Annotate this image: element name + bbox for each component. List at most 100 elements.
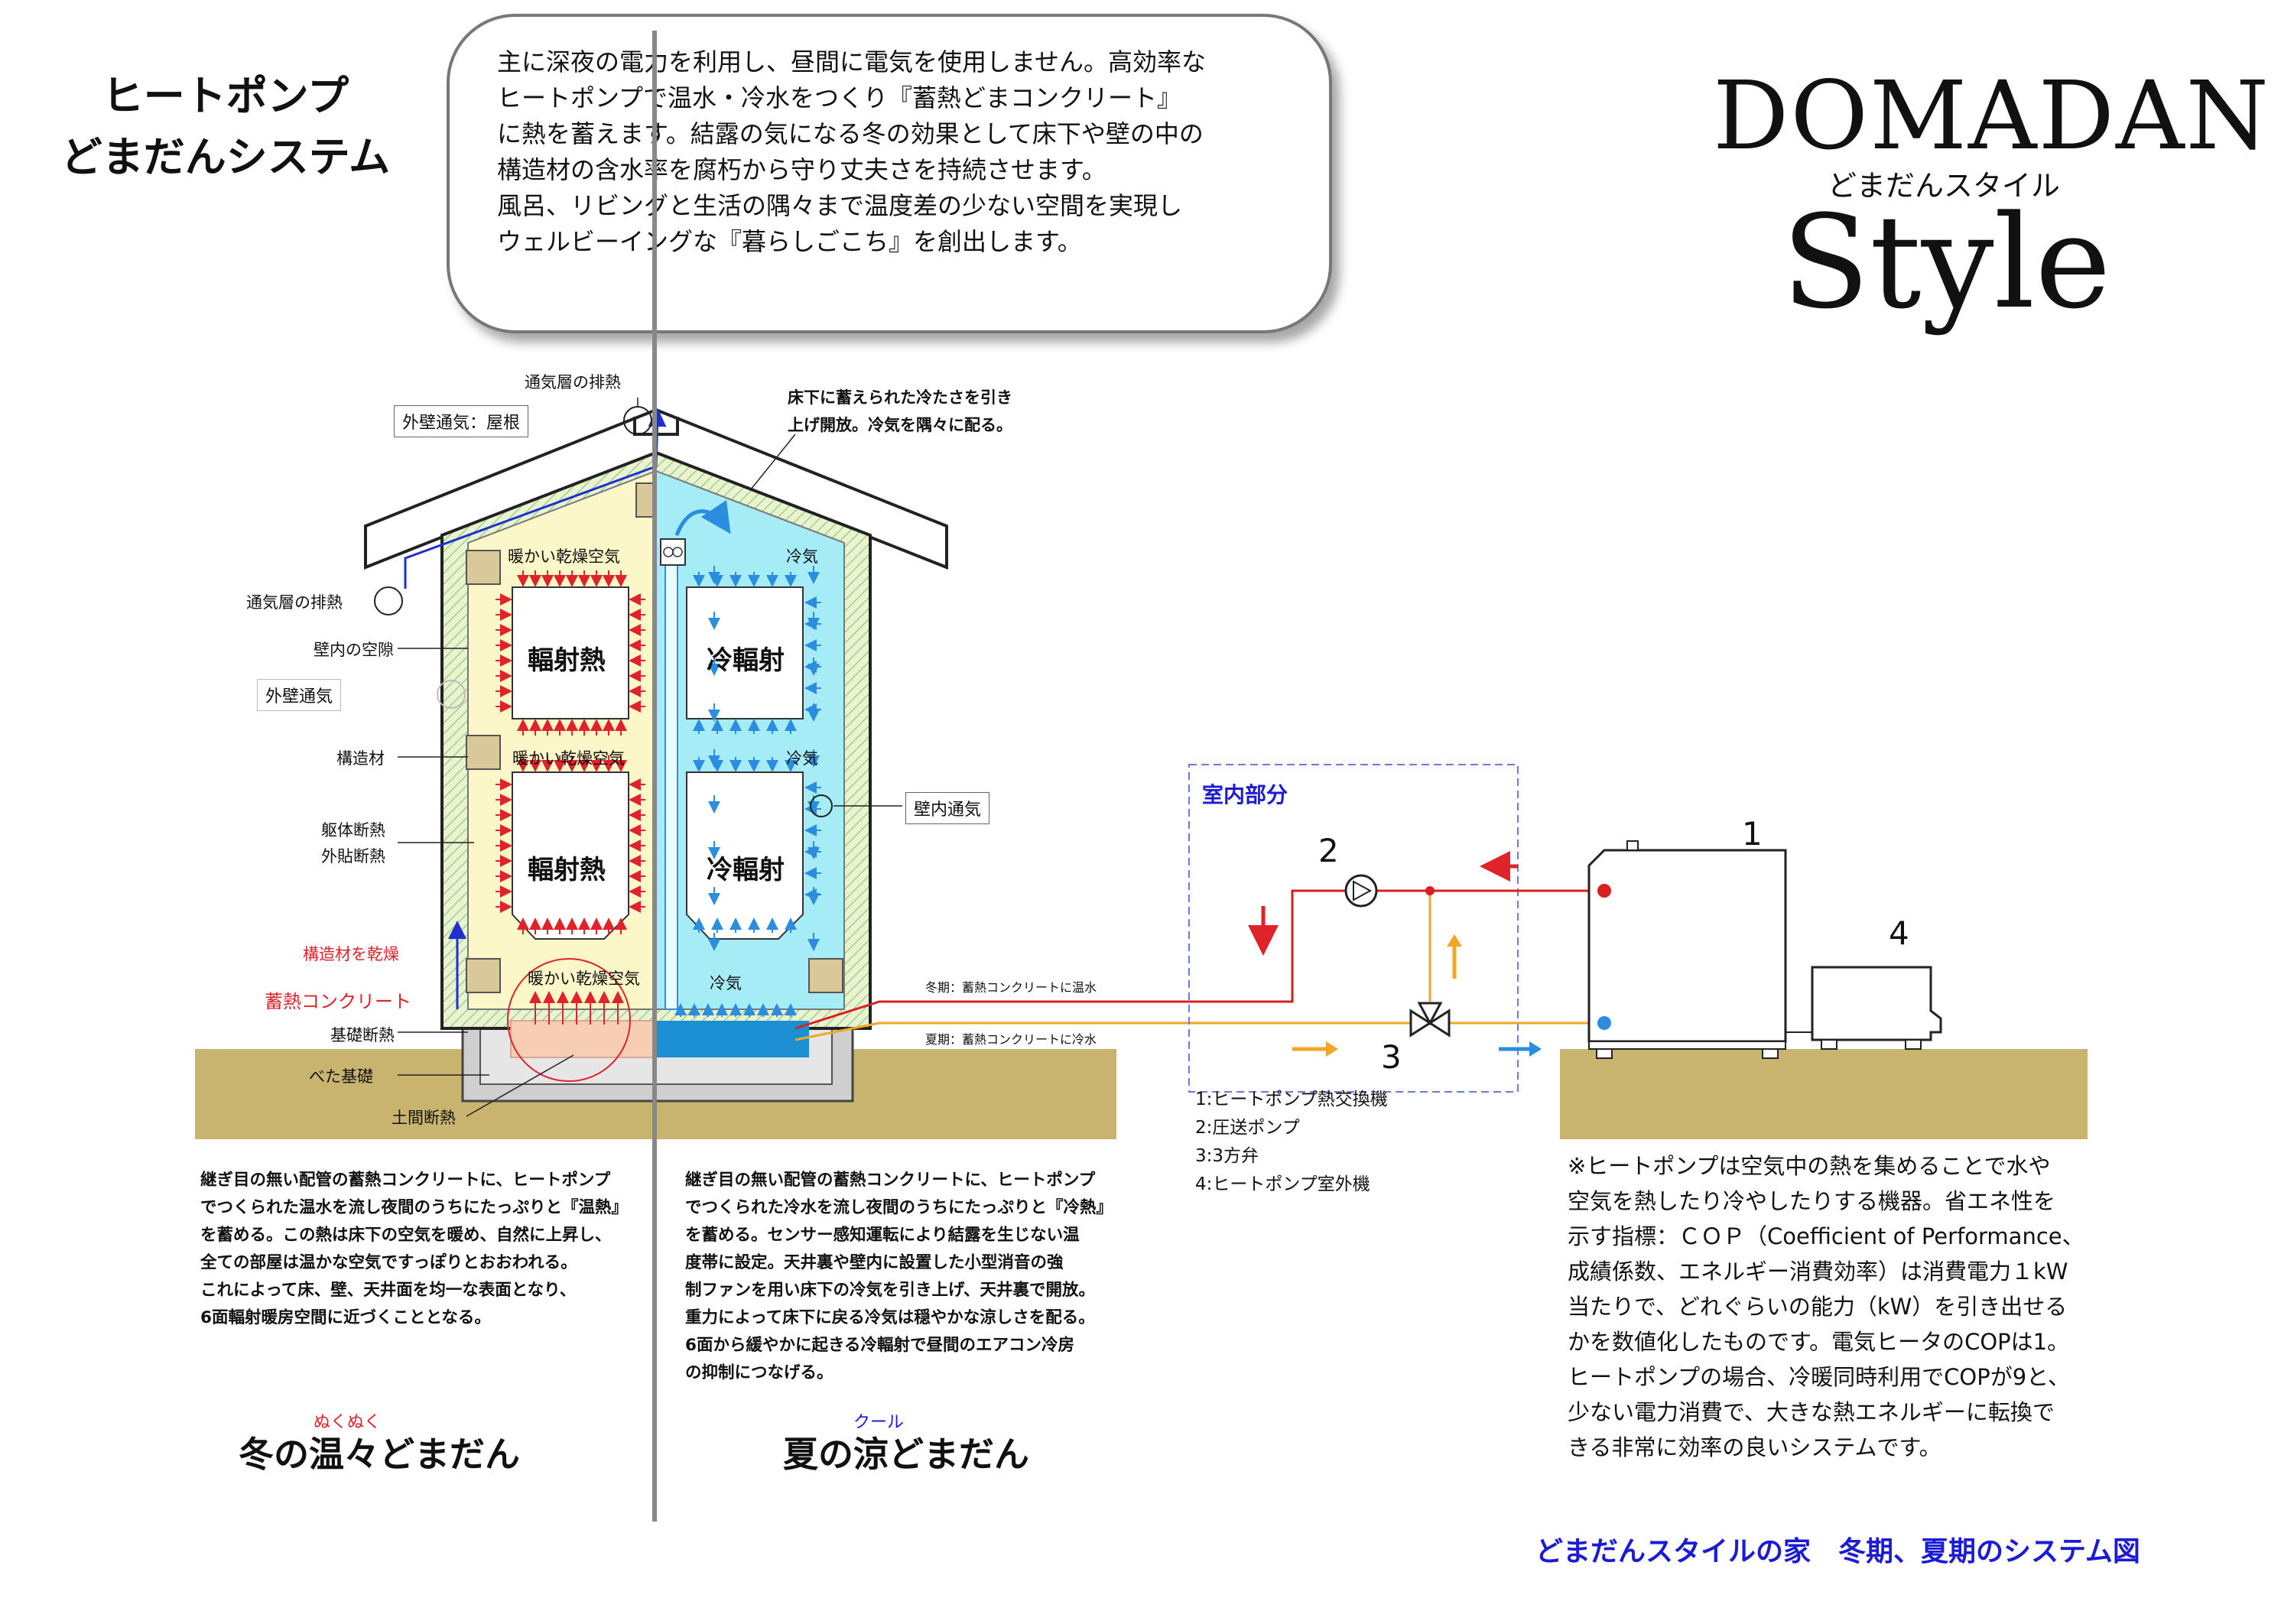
label-vent-exhaust-side: 通気層の排熱 [246, 593, 343, 612]
winter-line: を蓄める。この熱は床下の空気を暖め、自然に上昇し、 [200, 1226, 612, 1245]
note-line: ※ヒートポンプは空気中の熱を集めることで水や [1568, 1153, 2051, 1179]
intro-line: 構造材の含水率を腐朽から守り丈夫さを持続させます。 [497, 155, 1106, 184]
title-line1: ヒートポンプ [102, 72, 349, 120]
outdoor-unit [1811, 966, 1942, 1041]
winter-line: でつくられた温水を流し夜間のうちにたっぷりと『温熱』 [200, 1198, 629, 1217]
warm-air-lower: 暖かい乾燥空気 [528, 970, 640, 988]
intro-line: ウェルビーイングな『暮らしごこち』を創出します。 [497, 227, 1082, 256]
ground-right [1560, 1049, 2088, 1139]
note-line: かを数値化したものです。電気ヒータのCOPは1。 [1568, 1329, 2070, 1355]
summer-line: 度帯に設定。天井裏や壁内に設置した小型消音の強 [685, 1253, 1064, 1272]
note-line: 空気を熱したり冷やしたりする機器。省エネ性を [1568, 1188, 2056, 1214]
intro-line: 主に深夜の電力を利用し、昼間に電気を使用しません。高効率な [497, 47, 1207, 76]
post [466, 550, 501, 585]
label-insulation2: 外貼断熱 [321, 847, 385, 866]
label-ext-vent: 外壁通気 [257, 679, 342, 711]
number-1: 1 [1742, 815, 1763, 853]
intro-line: 風呂、リビングと生活の隅々まで温度差の少ない空間を実現し [497, 191, 1183, 220]
winter-ruby: ぬくぬく [314, 1413, 382, 1432]
label-insulation1: 躯体断熱 [321, 821, 385, 840]
number-4: 4 [1889, 914, 1909, 952]
summer-line: 6面から緩やかに起きる冷輻射で昼間のエアコン冷房 [685, 1336, 1075, 1355]
winter-room-upper [512, 586, 629, 719]
summer-top-note-2: 上げ開放。冷気を隅々に配る。 [788, 416, 1012, 434]
summer-line: 制ファンを用い床下の冷気を引き上げ、天井裏で開放。 [685, 1281, 1095, 1300]
indoor-label: 室内部分 [1202, 782, 1288, 807]
winter-line: 継ぎ目の無い配管の蓄熱コンクリートに、ヒートポンプ [200, 1171, 611, 1190]
cool-air-upper: 冷気 [786, 547, 818, 566]
label-wall-gap: 壁内の空隙 [314, 641, 394, 659]
radiant-heat-lower: 輻射熱 [528, 855, 606, 885]
post [466, 735, 501, 770]
heat-zone-circle [507, 958, 631, 1082]
post [466, 958, 501, 993]
cool-air-middle: 冷気 [786, 749, 818, 768]
note-line: ヒートポンプの場合、冷暖同時利用でCOPが9と、 [1568, 1364, 2070, 1390]
summer-ruby: クール [853, 1413, 905, 1432]
cool-radiant-lower: 冷輻射 [707, 855, 785, 885]
pipe-label-summer: 夏期：蓄熱コンクリートに冷水 [925, 1032, 1097, 1047]
winter-line: これによって床、壁、天井面を均一な表面となり、 [200, 1281, 577, 1300]
warm-air-upper: 暖かい乾燥空気 [508, 547, 620, 566]
component-legend: 1:ヒートポンプ熱交換機 2:圧送ポンプ 3:3方弁 4:ヒートポンプ室外機 [1195, 1086, 1388, 1199]
cool-radiant-upper: 冷輻射 [707, 645, 785, 676]
cool-air-lower: 冷気 [710, 974, 742, 992]
summer-line: を蓄める。センサー感知運転により結露を生じない温 [685, 1226, 1080, 1245]
logo-domadan: DOMADAN [1713, 61, 2271, 171]
logo-style: Style [1782, 187, 2111, 337]
pipe-summer [794, 1021, 1407, 1041]
winter-description: 継ぎ目の無い配管の蓄熱コンクリートに、ヒートポンプ でつくられた温水を流し夜間の… [200, 1167, 629, 1332]
label-earth-insulation: 土間断熱 [392, 1109, 456, 1127]
summer-line: 重力によって床下に戻る冷気は穏やかな涼しさを配る。 [685, 1308, 1095, 1327]
label-structure: 構造材 [336, 749, 385, 768]
callout-ext [437, 680, 466, 709]
intro-line: に熱を蓄えます。結露の気になる冬の効果として床下や壁の中の [497, 119, 1204, 148]
note-line: きる非常に効率の良いシステムです。 [1568, 1434, 1941, 1460]
heat-exchanger [1587, 849, 1787, 1043]
note-line: 少ない電力消費で、大きな熱エネルギーに転換で [1568, 1399, 2055, 1425]
note-line: 示す指標：ＣＯＰ（Coefficient of Performance、 [1568, 1223, 2084, 1249]
number-2: 2 [1318, 832, 1339, 869]
legend-item: 3:3方弁 [1195, 1146, 1259, 1166]
number-3: 3 [1381, 1038, 1402, 1076]
winter-title: 冬の温々どまだん [239, 1434, 520, 1475]
summer-description: 継ぎ目の無い配管の蓄熱コンクリートに、ヒートポンプ でつくられた冷水を流し夜間の… [685, 1167, 1129, 1387]
label-wall-vent: 壁内通気 [905, 792, 990, 824]
footer-caption: どまだんスタイルの家 冬期、夏期のシステム図 [1535, 1536, 2140, 1567]
callout-wall [810, 794, 833, 817]
storage-concrete-summer [656, 1021, 809, 1057]
note-line: 成績係数、エネルギー消費効率）は消費電力１kW [1568, 1259, 2068, 1285]
summer-line: でつくられた冷水を流し夜間のうちにたっぷりと『冷熱』 [685, 1198, 1113, 1217]
warm-air-middle: 暖かい乾燥空気 [512, 749, 625, 768]
post [808, 958, 843, 993]
label-roof-vent: 外壁通気：屋根 [394, 405, 529, 437]
label-storage-concrete: 蓄熱コンクリート [265, 991, 411, 1012]
summer-line: の抑制につなげる。 [685, 1363, 833, 1382]
summer-duct [664, 550, 678, 1010]
pipe-label-winter: 冬期：蓄熱コンクリートに温水 [925, 980, 1097, 995]
label-vent-exhaust-top: 通気層の排熱 [525, 373, 621, 391]
summer-line: 継ぎ目の無い配管の蓄熱コンクリートに、ヒートポンプ [685, 1171, 1096, 1190]
intro-bubble [447, 14, 1332, 333]
winter-line: 6面輻射暖房空間に近づくこととなる。 [200, 1308, 491, 1327]
intro-line: ヒートポンプで温水・冷水をつくり『蓄熱どまコンクリート』 [497, 83, 1182, 112]
label-base-insulation: 基礎断熱 [330, 1026, 395, 1044]
radiant-heat-upper: 輻射熱 [528, 645, 606, 676]
label-structure-dry: 構造材を乾燥 [303, 945, 399, 963]
heat-pump-note: ※ヒートポンプは空気中の熱を集めることで水や 空気を熱したり冷やしたりする機器。… [1568, 1148, 2225, 1465]
winter-line: 全ての部屋は温かな空気ですっぽりとおおわれる。 [200, 1253, 577, 1272]
logo-subtitle: どまだんスタイル [1828, 169, 2061, 203]
legend-item: 2:圧送ポンプ [1195, 1118, 1300, 1138]
storage-concrete-winter [510, 1020, 657, 1058]
cool-air-swirl [674, 499, 731, 536]
legend-item: 4:ヒートポンプ室外機 [1195, 1174, 1370, 1194]
note-line: 当たりで、どれぐらいの能力（kW）を引き出せる [1568, 1294, 2068, 1320]
title-line2: どまだんシステム [60, 133, 391, 181]
summer-title: 夏の涼どまだん [783, 1434, 1029, 1475]
winter-room-lower [512, 771, 629, 940]
summer-top-note-1: 床下に蓄えられた冷たさを引き [788, 388, 1012, 407]
legend-item: 1:ヒートポンプ熱交換機 [1195, 1090, 1388, 1109]
label-slab: べた基礎 [309, 1067, 373, 1086]
pipe-winter [794, 889, 1353, 1030]
